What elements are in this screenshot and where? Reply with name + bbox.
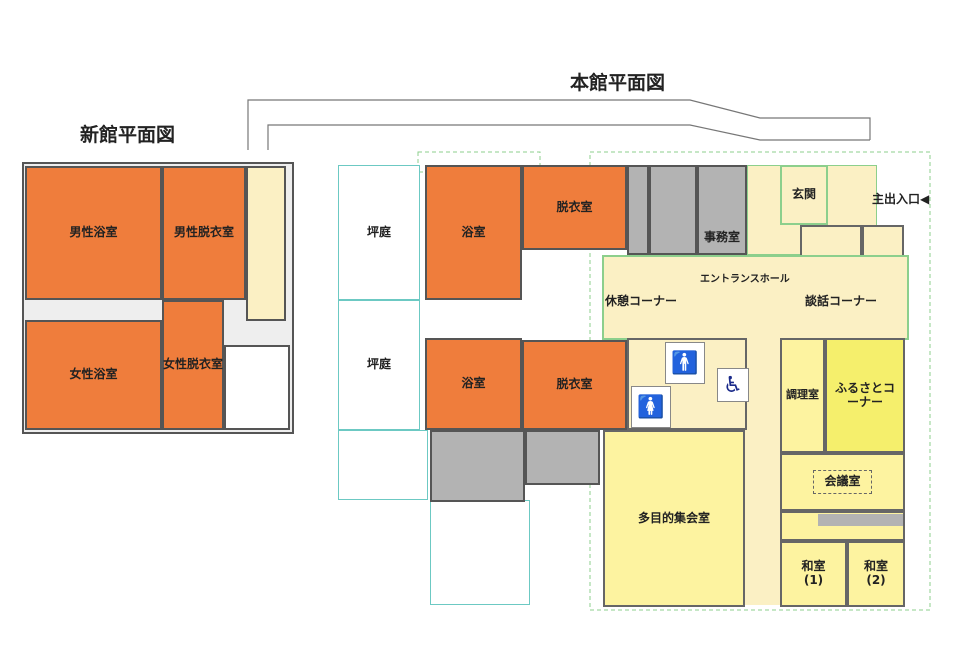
storage xyxy=(627,165,649,255)
bath-2: 浴室 xyxy=(425,338,522,430)
label: 男性浴室 xyxy=(69,225,118,240)
japanese-room-2: 和室(2) xyxy=(847,541,905,607)
courtyard-3 xyxy=(338,430,428,500)
label: 会議室 xyxy=(813,470,872,494)
courtyard-1: 坪庭 xyxy=(338,165,420,300)
closet xyxy=(818,514,903,526)
office-back xyxy=(649,165,697,255)
annex-title: 新館平面図 xyxy=(80,124,176,146)
womens-changing-room: 女性脱衣室 xyxy=(162,300,224,430)
courtyard-4 xyxy=(430,500,530,605)
furusato-corner: ふるさとコーナー xyxy=(825,338,905,453)
label: 浴室 xyxy=(461,224,486,239)
female-toilet-icon: 🚺 xyxy=(631,386,671,428)
label: 脱衣室 xyxy=(556,199,593,214)
changing-room-2: 脱衣室 xyxy=(522,340,627,430)
label: ふるさとコーナー xyxy=(834,380,895,409)
vestibule: 玄関 xyxy=(780,165,828,225)
annex-corridor xyxy=(246,166,286,321)
main-title: 本館平面図 xyxy=(570,72,666,94)
meeting-room: 会議室 xyxy=(780,453,905,511)
office: 事務室 xyxy=(697,165,747,255)
label: 浴室 xyxy=(461,376,486,391)
main-entrance-label: 主出入口◀ xyxy=(872,192,930,206)
changing-room-1: 脱衣室 xyxy=(522,165,627,250)
entrance-room xyxy=(800,225,862,257)
annex-room xyxy=(224,345,290,430)
entrance-hall-label: エントランスホール xyxy=(700,274,790,285)
label: 坪庭 xyxy=(366,224,391,239)
courtyard-2: 坪庭 xyxy=(338,300,420,430)
label: 女性脱衣室 xyxy=(163,357,224,372)
mens-bath: 男性浴室 xyxy=(25,166,162,300)
shoe-room xyxy=(862,225,904,257)
multipurpose-hall: 多目的集会室 xyxy=(603,430,745,607)
mens-changing-room: 男性脱衣室 xyxy=(162,166,246,300)
label: 男性脱衣室 xyxy=(173,225,234,240)
label: 和室(2) xyxy=(863,559,888,587)
label: 調理室 xyxy=(786,388,819,402)
machine-room xyxy=(430,430,525,502)
entrance-hall xyxy=(602,255,909,340)
kitchen: 調理室 xyxy=(780,338,825,453)
label: 多目的集会室 xyxy=(637,510,710,525)
label: 事務室 xyxy=(703,230,740,245)
label: 坪庭 xyxy=(366,357,391,372)
bath-1: 浴室 xyxy=(425,165,522,300)
label: 女性浴室 xyxy=(69,367,118,382)
label: 脱衣室 xyxy=(556,377,593,392)
wheelchair-icon: ♿ xyxy=(717,368,749,402)
talk-corner-label: 談話コーナー xyxy=(805,294,878,308)
womens-bath: 女性浴室 xyxy=(25,320,162,430)
japanese-room-1: 和室(1) xyxy=(780,541,847,607)
male-toilet-icon: 🚹 xyxy=(665,342,705,384)
machine-room-2 xyxy=(525,430,600,485)
label: 和室(1) xyxy=(801,559,826,587)
rest-corner-label: 休憩コーナー xyxy=(605,294,678,308)
label: 玄関 xyxy=(791,187,816,202)
corridor xyxy=(745,335,780,605)
